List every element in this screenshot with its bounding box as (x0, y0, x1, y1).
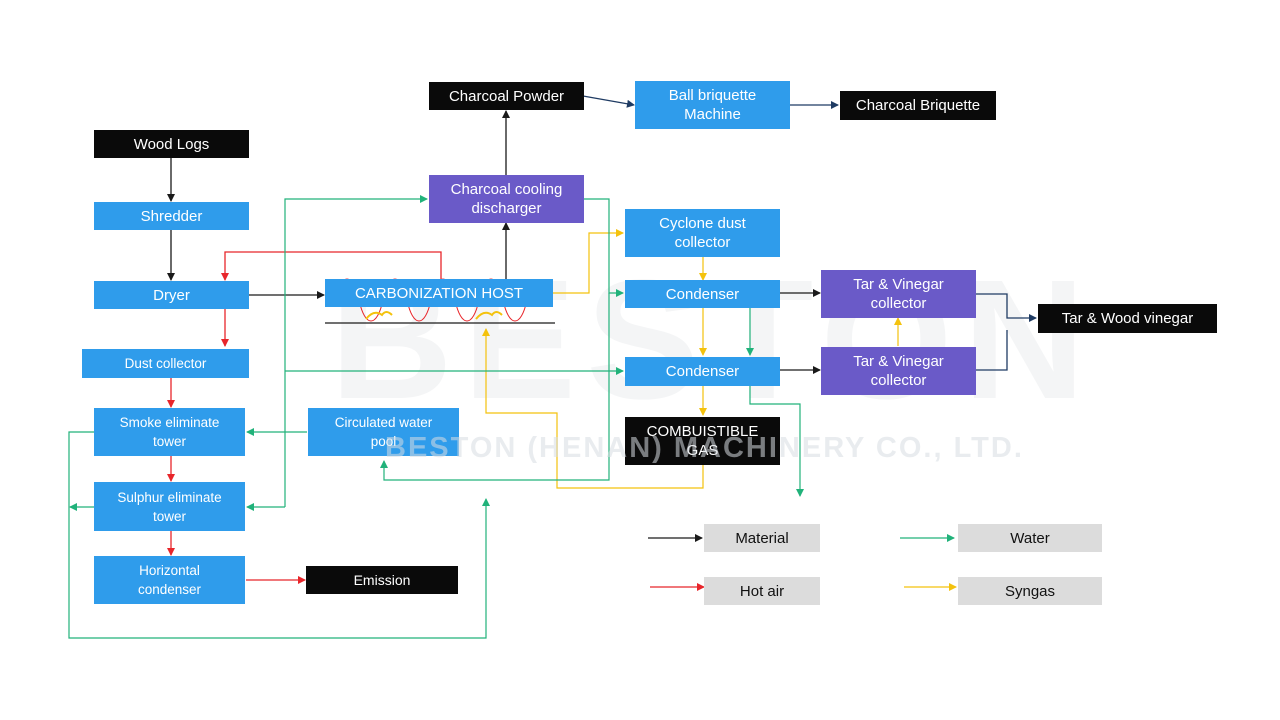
node-circulated-water: Circulated water pool (308, 408, 459, 456)
node-condenser-2: Condenser (625, 357, 780, 386)
node-carbonization-host: CARBONIZATION HOST (325, 279, 553, 307)
arrow-tar2-output (976, 330, 1008, 371)
node-smoke-tower: Smoke eliminate tower (94, 408, 245, 456)
node-dryer: Dryer (94, 281, 249, 309)
arrow-water-condenser1 (583, 198, 624, 297)
node-shredder: Shredder (94, 202, 249, 230)
node-wood-logs: Wood Logs (94, 130, 249, 158)
legend-material: Material (704, 524, 820, 552)
legend-syngas: Syngas (958, 577, 1102, 605)
arrow-water-loop (68, 431, 490, 639)
flame-2 (475, 311, 503, 320)
node-tar-vinegar-1: Tar & Vinegar collector (821, 270, 976, 318)
legend-hot-air: Hot air (704, 577, 820, 605)
arrow-hotair-loop (221, 251, 442, 281)
arrow-powder-briquette (582, 95, 635, 108)
arrow-condenser2-drain (749, 386, 804, 497)
node-tar-vinegar-2: Tar & Vinegar collector (821, 347, 976, 395)
node-emission: Emission (306, 566, 458, 594)
arrow-host-cyclone (553, 229, 624, 294)
node-combustible-gas: COMBUISTIBLE GAS (625, 417, 780, 465)
node-charcoal-briquette: Charcoal Briquette (840, 91, 996, 120)
node-charcoal-cooling: Charcoal cooling discharger (429, 175, 584, 223)
flame-1 (365, 311, 393, 320)
node-charcoal-powder: Charcoal Powder (429, 82, 584, 110)
node-condenser-1: Condenser (625, 280, 780, 308)
node-cyclone: Cyclone dust collector (625, 209, 780, 257)
legend-water: Water (958, 524, 1102, 552)
arrow-water-cooling (284, 195, 428, 507)
node-sulphur-tower: Sulphur eliminate tower (94, 482, 245, 531)
arrow-water-return-pool (380, 293, 610, 481)
node-tar-wood-vinegar: Tar & Wood vinegar (1038, 304, 1217, 333)
node-dust-collector: Dust collector (82, 349, 249, 378)
arrow-syngas-return (482, 328, 704, 489)
watermark-company: BESTON (HENAN) MACHINERY CO., LTD. (385, 432, 1024, 464)
arrow-tar1-output (976, 293, 1037, 322)
node-horizontal-condenser: Horizontal condenser (94, 556, 245, 604)
node-ball-briquette: Ball briquette Machine (635, 81, 790, 129)
